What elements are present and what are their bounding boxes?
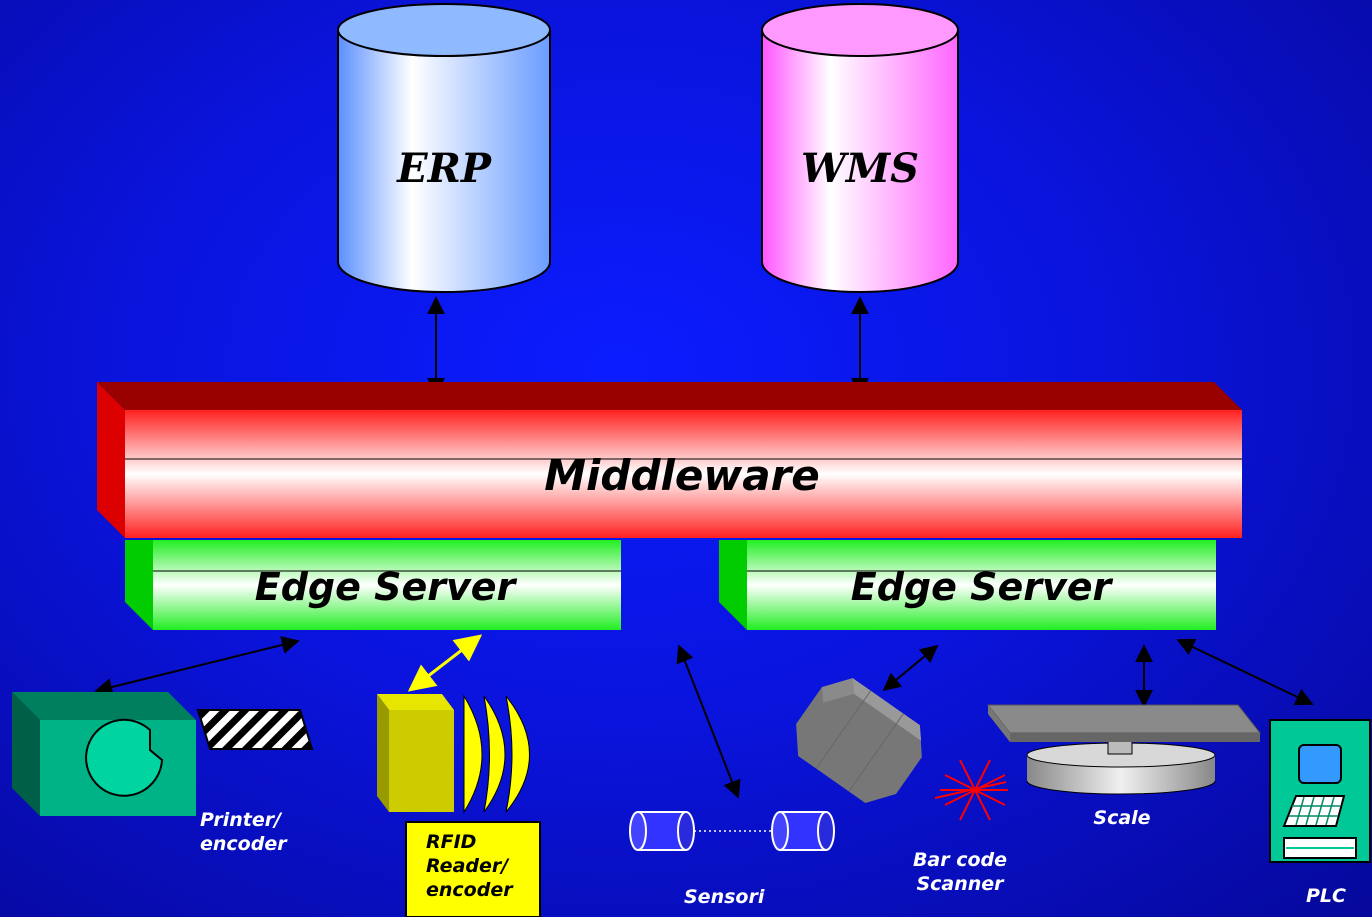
sensor-icon	[629, 811, 835, 851]
erp-database: ERP	[337, 3, 551, 293]
plc-arrow	[1176, 638, 1314, 706]
rfid-label-line2: Reader/	[426, 855, 510, 877]
edge-server-right-label: Edge Server	[851, 565, 1114, 609]
rfid-label-line1: RFID	[426, 831, 476, 853]
barcode-label-line2: Scanner	[916, 873, 1005, 895]
barcode-scanner-icon	[796, 678, 1008, 821]
scale-label: Scale	[1093, 807, 1150, 829]
middleware-label: Middleware	[544, 451, 820, 500]
edge-server-left: Edge Server	[125, 540, 621, 630]
middleware-bar: Middleware	[97, 382, 1242, 538]
sensori-arrow	[676, 644, 741, 799]
laser-burst-icon	[934, 759, 1008, 821]
wms-label: WMS	[801, 145, 919, 192]
rfid-arrow	[407, 634, 483, 692]
plc-label: PLC	[1306, 885, 1346, 907]
edge-server-left-label: Edge Server	[255, 565, 518, 609]
wms-database: WMS	[761, 3, 959, 293]
edge-server-right: Edge Server	[719, 540, 1216, 630]
erp-label: ERP	[396, 145, 493, 192]
plc-icon	[1269, 719, 1371, 863]
printer-arrow	[94, 636, 300, 696]
scale-icon	[986, 704, 1262, 795]
printer-encoder-icon	[12, 692, 314, 816]
rfid-label-box	[405, 821, 541, 917]
printer-label-line1: Printer/	[200, 809, 283, 831]
sensori-label: Sensori	[684, 886, 765, 908]
printer-label-line2: encoder	[200, 833, 288, 855]
rfid-reader-icon	[377, 694, 530, 814]
rfid-label-line3: encoder	[426, 879, 514, 901]
barcode-label-line1: Bar code	[913, 849, 1007, 871]
scanner-arrow	[882, 644, 939, 692]
